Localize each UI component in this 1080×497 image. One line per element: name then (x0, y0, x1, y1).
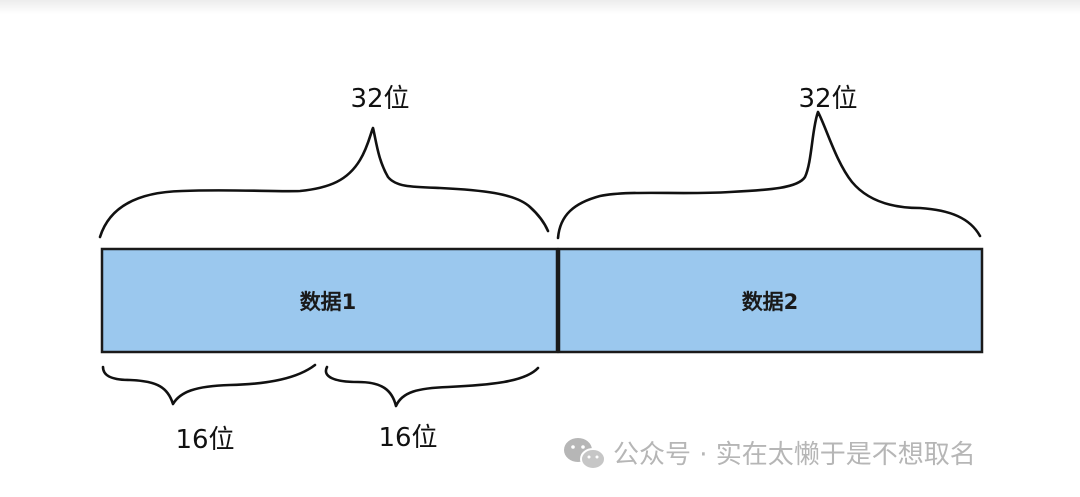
watermark-text: 公众号 · 实在太懒于是不想取名 (613, 440, 976, 470)
block-data-2 (557, 247, 984, 354)
top-brace-2 (556, 110, 982, 240)
bottom-brace-2-label: 16位 (378, 423, 437, 453)
top-shade (0, 0, 1080, 14)
bottom-brace-1-label: 16位 (175, 425, 234, 455)
top-brace-2-label: 32位 (798, 84, 857, 114)
top-brace-1-label: 32位 (350, 84, 409, 114)
block-data-2-label: 数据2 (742, 290, 799, 314)
block-data-1 (100, 247, 559, 354)
block-data-1-label: 数据1 (300, 290, 357, 314)
bottom-brace-1 (101, 363, 317, 406)
bottom-brace-2 (324, 365, 540, 408)
wechat-icon (564, 438, 606, 470)
top-brace-1 (98, 126, 550, 239)
